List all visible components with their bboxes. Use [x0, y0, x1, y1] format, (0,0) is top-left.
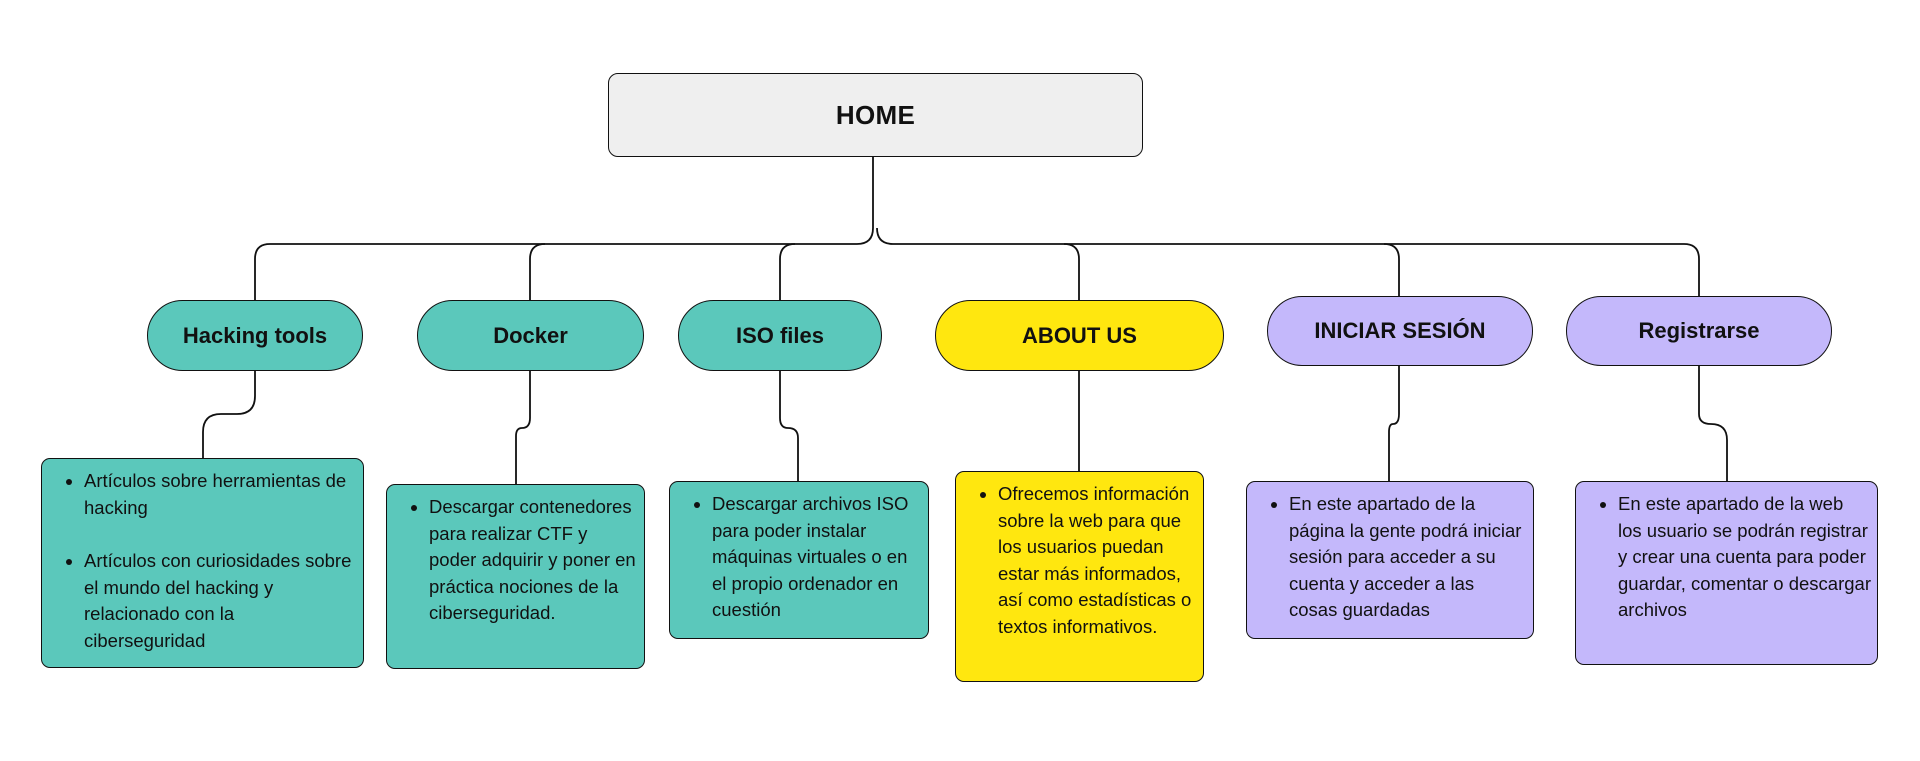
hacking-tools-item-2: Artículos con curiosidades sobre el mund…: [84, 548, 353, 654]
link-registrarse-card: [1698, 366, 1728, 481]
link-iso-files-card: [779, 371, 799, 481]
branch-iso-files: [779, 243, 796, 300]
hacking-tools-card: Artículos sobre herramientas de hacking …: [41, 458, 364, 668]
link-docker-card: [515, 371, 531, 484]
registrarse-card: En este apartado de la web los usuario s…: [1575, 481, 1878, 665]
docker-title: Docker: [493, 322, 568, 348]
branch-iniciar-sesion: [1064, 243, 1400, 296]
about-us-node: ABOUT US: [935, 300, 1224, 371]
iniciar-sesion-node: INICIAR SESIÓN: [1267, 296, 1533, 366]
docker-node: Docker: [417, 300, 644, 371]
home-node: HOME: [608, 73, 1143, 157]
registrarse-node: Registrarse: [1566, 296, 1832, 366]
hacking-tools-title: Hacking tools: [182, 322, 328, 348]
branch-docker: [529, 243, 546, 300]
about-us-title: ABOUT US: [1022, 322, 1137, 348]
link-iniciar-sesion-card: [1388, 366, 1400, 481]
registrarse-title: Registrarse: [1638, 318, 1760, 343]
registrarse-item-1: En este apartado de la web los usuario s…: [1618, 491, 1871, 624]
home-label: HOME: [835, 99, 916, 130]
hacking-tools-item-1: Artículos sobre herramientas de hacking: [84, 468, 353, 521]
iniciar-sesion-card: En este apartado de la página la gente p…: [1246, 481, 1534, 639]
branch-registrarse: [1384, 243, 1700, 296]
iniciar-sesion-item-1: En este apartado de la página la gente p…: [1289, 491, 1527, 624]
iso-files-card: Descargar archivos ISO para poder instal…: [669, 481, 929, 639]
docker-item-1: Descargar contenedores para realizar CTF…: [429, 494, 636, 627]
iso-files-node: ISO files: [678, 300, 882, 371]
link-hacking-tools-card: [202, 371, 256, 458]
docker-card: Descargar contenedores para realizar CTF…: [386, 484, 645, 669]
iniciar-sesion-title: INICIAR SESIÓN: [1314, 318, 1486, 343]
about-us-item-1: Ofrecemos información sobre la web para …: [998, 481, 1197, 640]
branch-hacking-tools: [254, 227, 874, 300]
hacking-tools-node: Hacking tools: [147, 300, 363, 371]
branch-about-us: [876, 227, 1080, 300]
iso-files-item-1: Descargar archivos ISO para poder instal…: [712, 491, 922, 624]
iso-files-title: ISO files: [735, 322, 825, 348]
about-us-card: Ofrecemos información sobre la web para …: [955, 471, 1204, 682]
